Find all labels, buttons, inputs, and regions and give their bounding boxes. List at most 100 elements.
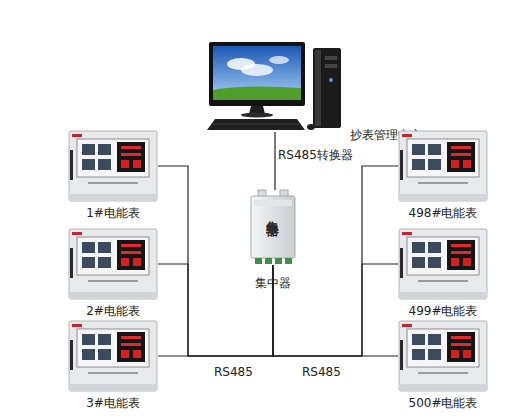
meter-lcd bbox=[428, 242, 441, 253]
meter-lcd bbox=[82, 159, 95, 170]
node-label: 3#电能表 bbox=[58, 396, 168, 410]
monitor-frame bbox=[209, 42, 305, 106]
meter-digit-bar bbox=[451, 343, 471, 346]
node-label: 499#电能表 bbox=[388, 304, 498, 318]
meter-case bbox=[69, 131, 157, 201]
meter-display bbox=[447, 142, 475, 172]
pc-drive bbox=[325, 64, 337, 68]
pc-tower bbox=[313, 48, 341, 128]
meter-digit-bar bbox=[121, 146, 141, 149]
meter-illustration bbox=[398, 130, 488, 202]
meter-logo bbox=[72, 232, 82, 235]
meter-bottom-strip bbox=[399, 194, 487, 201]
node-label: 2#电能表 bbox=[58, 304, 168, 318]
meter-lcd bbox=[428, 257, 441, 268]
node-label: 集中器 bbox=[233, 276, 313, 290]
keyboard-row bbox=[213, 124, 299, 125]
meter-bottom-strip bbox=[399, 292, 487, 299]
meter-lcd bbox=[98, 144, 111, 155]
meter-display bbox=[117, 142, 145, 172]
meter-display bbox=[117, 332, 145, 362]
cloud bbox=[269, 56, 289, 64]
meter-case bbox=[399, 131, 487, 201]
meter-case bbox=[69, 229, 157, 299]
meter-lcd bbox=[412, 257, 425, 268]
meter-lcd bbox=[82, 349, 95, 360]
meter-lcd bbox=[412, 349, 425, 360]
pc-tower-edge bbox=[315, 50, 321, 126]
pc-power-led bbox=[329, 78, 333, 82]
node-label: 500#电能表 bbox=[388, 396, 498, 410]
meter-side-clip bbox=[400, 340, 403, 370]
hub-top-panel bbox=[254, 200, 292, 206]
meter-side-clip bbox=[70, 150, 73, 180]
wire-label: RS485转换器 bbox=[278, 148, 353, 162]
meter-indicator bbox=[121, 160, 129, 168]
meter-digit-bar bbox=[451, 153, 471, 156]
meter-lcd bbox=[412, 144, 425, 155]
meter-lcd bbox=[82, 242, 95, 253]
meter-lcd bbox=[412, 334, 425, 345]
meter-bottom-strip bbox=[69, 292, 157, 299]
meter-digit-bar bbox=[121, 153, 141, 156]
computer-node: 抄表管理中心 bbox=[205, 40, 345, 132]
meter-side-clip bbox=[70, 248, 73, 278]
meter-bottom-strip bbox=[399, 384, 487, 391]
hub-terminal bbox=[285, 258, 292, 264]
meter-lcd bbox=[428, 144, 441, 155]
meter-lcd bbox=[98, 349, 111, 360]
rs485-wire bbox=[274, 132, 275, 190]
monitor-screen bbox=[213, 46, 301, 100]
meter-lcd bbox=[428, 159, 441, 170]
meter-node: 1#电能表 bbox=[68, 130, 158, 202]
cloud bbox=[241, 64, 273, 76]
meter-display bbox=[447, 240, 475, 270]
meter-indicator bbox=[451, 258, 459, 266]
monitor-base bbox=[241, 113, 273, 118]
meter-case bbox=[399, 321, 487, 391]
meter-indicator bbox=[463, 160, 471, 168]
meter-node: 499#电能表 bbox=[398, 228, 488, 300]
meter-panel bbox=[77, 329, 149, 367]
meter-lcd bbox=[428, 349, 441, 360]
meter-digit-bar bbox=[451, 336, 471, 339]
meter-bottom-strip bbox=[69, 384, 157, 391]
meter-indicator bbox=[463, 350, 471, 358]
meter-digit-bar bbox=[121, 251, 141, 254]
meter-side-clip bbox=[70, 340, 73, 370]
meter-lcd bbox=[412, 159, 425, 170]
meter-panel bbox=[77, 237, 149, 275]
meter-digit-bar bbox=[451, 146, 471, 149]
meter-indicator bbox=[451, 160, 459, 168]
meter-lcd bbox=[412, 242, 425, 253]
meter-digit-bar bbox=[451, 244, 471, 247]
meter-indicator bbox=[463, 258, 471, 266]
meter-panel bbox=[407, 139, 479, 177]
wire-label: RS485 bbox=[214, 365, 253, 379]
meter-lcd bbox=[82, 334, 95, 345]
meter-case bbox=[399, 229, 487, 299]
grass-field bbox=[213, 86, 301, 100]
meter-digit-bar bbox=[451, 251, 471, 254]
meter-node: 2#电能表 bbox=[68, 228, 158, 300]
hub-terminal bbox=[275, 258, 282, 264]
meter-digit-bar bbox=[121, 244, 141, 247]
meter-logo bbox=[72, 134, 82, 137]
rs485-wire bbox=[273, 265, 398, 356]
meter-lcd bbox=[82, 144, 95, 155]
meter-panel bbox=[407, 237, 479, 275]
computer-illustration bbox=[205, 40, 345, 132]
meter-lcd bbox=[98, 159, 111, 170]
rs485-wire bbox=[158, 166, 273, 356]
meter-case bbox=[69, 321, 157, 391]
meter-nameplate bbox=[418, 280, 468, 282]
meter-indicator bbox=[451, 350, 459, 358]
node-label: 498#电能表 bbox=[388, 206, 498, 220]
meter-illustration bbox=[68, 228, 158, 300]
meter-node: 3#电能表 bbox=[68, 320, 158, 392]
meter-nameplate bbox=[88, 182, 138, 184]
meter-lcd bbox=[98, 334, 111, 345]
hub-terminal bbox=[265, 258, 272, 264]
pc-drive bbox=[325, 56, 337, 60]
